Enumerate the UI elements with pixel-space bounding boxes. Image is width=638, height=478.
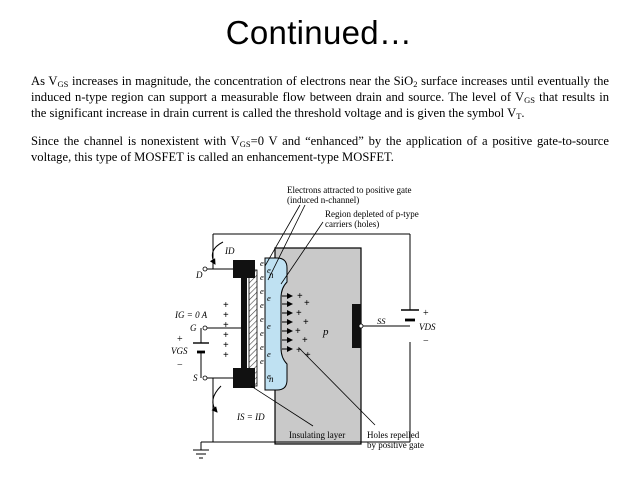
electron-column: e e e e e e e e e e e e e [260, 258, 271, 381]
callout-depleted-line2: carriers (holes) [325, 219, 379, 229]
circuit-wires [200, 233, 411, 450]
svg-text:+: + [223, 320, 229, 331]
svg-text:e: e [260, 342, 264, 352]
vds-plus: + [423, 308, 429, 319]
gate-label: G [190, 323, 197, 333]
holes-label-line1: Holes repelled [367, 430, 420, 440]
svg-text:+: + [223, 350, 229, 361]
svg-text:+: + [297, 291, 303, 302]
svg-text:+: + [304, 298, 310, 309]
insulating-layer-label: Insulating layer [289, 430, 345, 440]
n-region-channel [264, 257, 288, 391]
vds-label: VDS [419, 322, 436, 332]
svg-text:+: + [296, 345, 302, 356]
callout-lines [250, 204, 376, 427]
source-contact [233, 368, 255, 388]
paragraph-threshold: As VGS increases in magnitude, the conce… [31, 74, 609, 122]
is-label: IS = ID [236, 412, 265, 422]
drain-contact [233, 260, 255, 278]
mosfet-figure: Electrons attracted to positive gate (in… [165, 180, 455, 475]
svg-text:e: e [267, 265, 271, 275]
svg-text:e: e [260, 300, 264, 310]
vds-battery [401, 309, 419, 322]
callout-depleted-line1: Region depleted of p-type [325, 209, 419, 219]
vds-minus: − [423, 336, 429, 347]
substrate-contact [352, 304, 361, 348]
vgs-label: VGS [171, 346, 188, 356]
source-label: S [193, 373, 198, 383]
svg-text:+: + [303, 317, 309, 328]
svg-text:e: e [260, 328, 264, 338]
hole-plus-signs: + + + + + + + + [295, 291, 311, 361]
svg-text:+: + [295, 326, 301, 337]
ss-label: SS [377, 316, 386, 326]
svg-text:+: + [223, 330, 229, 341]
svg-text:e: e [260, 286, 264, 296]
svg-text:e: e [260, 258, 264, 268]
n-label-top: n [269, 270, 274, 280]
drain-label: D [195, 270, 203, 280]
svg-text:e: e [267, 321, 271, 331]
paragraph-enhancement: Since the channel is nonexistent with VG… [31, 134, 609, 165]
svg-text:+: + [223, 310, 229, 321]
svg-text:+: + [302, 335, 308, 346]
ig-label: IG = 0 A [174, 310, 208, 320]
svg-text:+: + [305, 350, 311, 361]
terminal-dots [202, 266, 364, 381]
svg-text:e: e [267, 371, 271, 381]
vgs-minus: − [177, 360, 183, 371]
gate-plate [241, 278, 247, 378]
p-substrate [274, 247, 362, 445]
hole-arrows [282, 293, 293, 352]
id-label: ID [224, 246, 235, 256]
ground-symbol [193, 449, 209, 459]
svg-text:e: e [267, 349, 271, 359]
id-current-arrow [209, 241, 224, 265]
vgs-battery [193, 342, 209, 354]
svg-text:e: e [267, 293, 271, 303]
svg-text:e: e [260, 314, 264, 324]
p-label: p [322, 326, 329, 338]
svg-text:e: e [260, 356, 264, 366]
holes-label-line2: by positive gate [367, 440, 424, 450]
svg-text:e: e [260, 272, 264, 282]
gate-plus-signs: + + + + + + [223, 300, 229, 361]
is-current-arrow [211, 385, 222, 413]
n-label-bottom: n [269, 374, 274, 384]
callout-electrons-line2: (induced n-channel) [287, 195, 359, 205]
slide-title: Continued… [225, 14, 413, 51]
svg-text:+: + [223, 300, 229, 311]
svg-text:+: + [296, 308, 302, 319]
svg-text:+: + [223, 340, 229, 351]
callout-electrons-line1: Electrons attracted to positive gate [287, 185, 411, 195]
vgs-plus: + [177, 334, 183, 345]
